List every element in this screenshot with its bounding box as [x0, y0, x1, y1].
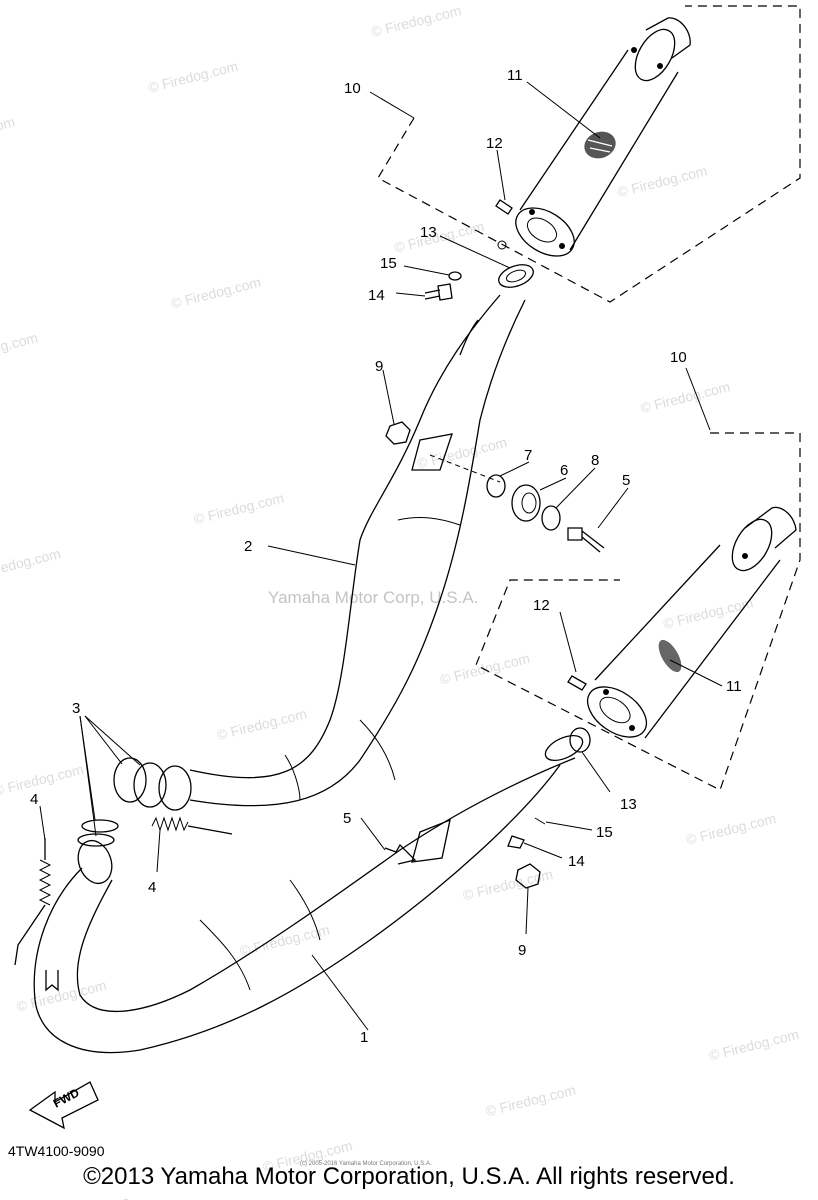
ring-3a: [113, 757, 147, 803]
ring-3b: [133, 762, 167, 808]
watermark: © Firedog.com: [169, 274, 262, 312]
callout-11-lower: 11: [726, 678, 742, 695]
callout-7: 7: [524, 447, 532, 464]
callout-12-lower: 12: [533, 597, 550, 614]
gasket-lower: [569, 727, 591, 753]
callout-15-upper: 15: [380, 255, 397, 272]
ghost-watermark: Yamaha Motor Corp, U.S.A.: [268, 588, 478, 607]
bolt-lower: [384, 843, 417, 865]
watermark: © Firedog.com: [0, 113, 16, 151]
callout-14-lower: 14: [568, 853, 585, 870]
watermark: © Firedog.com: [15, 977, 108, 1015]
callout-13-lower: 13: [620, 796, 637, 813]
callout-6: 6: [560, 462, 568, 479]
callout-4-spring-vertical: 4: [30, 791, 38, 808]
callout-15-lower: 15: [596, 824, 613, 841]
callout-14-upper: 14: [368, 287, 385, 304]
watermark: © Firedog.com: [461, 866, 554, 904]
callout-4-spring-horizontal: 4: [148, 879, 156, 896]
callouts: 10 11 12 13 15 14 9 10 7 6 8 5 2 12 11 3…: [30, 67, 742, 1046]
gasket-upper: [498, 264, 534, 288]
tiny-notice: (c) 2005-2016 Yamaha Motor Corporation, …: [300, 1161, 432, 1167]
callout-3: 3: [72, 700, 80, 717]
callout-12-upper: 12: [486, 135, 503, 152]
spring-4-horizontal: [77, 816, 233, 847]
exhaust-pipe-2: [113, 294, 526, 811]
watermark: © Firedog.com: [639, 378, 732, 416]
watermark: © Firedog.com: [192, 490, 285, 528]
callout-2: 2: [244, 538, 252, 555]
washer-15-lower: [534, 817, 546, 825]
watermark: © Firedog.com: [38, 1193, 131, 1200]
bolt-upper: [424, 283, 453, 301]
muffler-lower: [567, 506, 797, 739]
assembly-box-lower: [475, 432, 801, 791]
watermark: © Firedog.com: [146, 58, 239, 96]
watermark: © Firedog.com: [415, 434, 508, 472]
callout-10-lower: 10: [670, 349, 687, 366]
callout-11-upper: 11: [507, 67, 523, 84]
callout-10-upper: 10: [344, 80, 361, 97]
callout-5-lower: 5: [343, 810, 351, 827]
watermark: © Firedog.com: [661, 594, 754, 632]
nut-upper: [385, 421, 411, 445]
fwd-arrow-icon: FWD: [28, 1081, 99, 1130]
callout-13-upper: 13: [420, 224, 437, 241]
watermark: © Firedog.com: [484, 1082, 577, 1120]
watermark: © Firedog.com: [438, 650, 531, 688]
exhaust-pipe-1: [33, 734, 584, 1054]
callout-1: 1: [360, 1029, 368, 1046]
watermark: © Firedog.com: [0, 761, 85, 799]
watermark: © Firedog.com: [707, 1026, 800, 1064]
copyright-notice: ©2013 Yamaha Motor Corporation, U.S.A. A…: [83, 1163, 735, 1190]
nut-lower: [515, 863, 541, 889]
watermark: © Firedog.com: [0, 329, 39, 367]
callout-5-upper: 5: [622, 472, 630, 489]
callout-9-lower: 9: [518, 942, 526, 959]
watermark: © Firedog.com: [238, 921, 331, 959]
washer-upper: [448, 271, 462, 281]
callout-9-upper: 9: [375, 358, 383, 375]
watermark: © Firedog.com: [215, 705, 308, 743]
grommet-set: [486, 474, 605, 553]
watermark: © Firedog.com: [0, 545, 62, 583]
diagram-code: 4TW4100-9090: [8, 1143, 105, 1159]
watermark: © Firedog.com: [616, 162, 709, 200]
watermark: © Firedog.com: [684, 810, 777, 848]
leader-lines: [39, 81, 723, 1031]
assembly-box-upper: [377, 5, 801, 303]
bolt-14-lower: [507, 835, 525, 849]
callout-8: 8: [591, 452, 599, 469]
spring-4-vertical: [14, 838, 52, 966]
muffler-upper: [495, 17, 691, 257]
watermark: © Firedog.com: [370, 2, 463, 40]
